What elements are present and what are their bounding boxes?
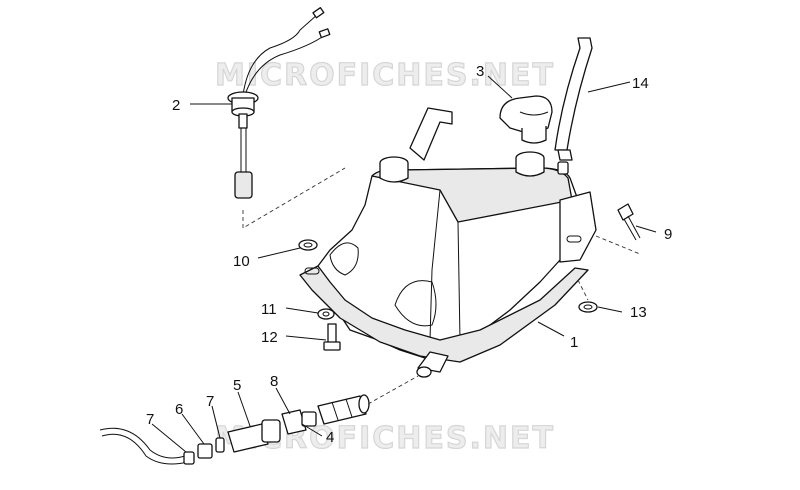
callout-3: 3	[476, 63, 484, 80]
washer-11	[317, 308, 335, 320]
oil-tank	[299, 107, 597, 378]
washer-13	[578, 301, 598, 313]
callout-13: 13	[630, 304, 647, 321]
callout-14: 14	[632, 75, 649, 92]
callout-1: 1	[570, 334, 578, 351]
callout-5: 5	[233, 377, 241, 394]
washer-10	[298, 239, 318, 251]
level-sensor	[227, 7, 331, 199]
callout-12: 12	[261, 329, 278, 346]
bolt-9	[617, 203, 641, 241]
outlet-hose-assembly	[99, 394, 370, 465]
breather-hose	[554, 37, 593, 161]
callout-10: 10	[233, 253, 250, 270]
callout-11: 11	[261, 301, 277, 318]
bolt-12	[323, 323, 341, 351]
watermark-top: MICROFICHES.NET	[215, 58, 555, 93]
callout-2: 2	[172, 97, 180, 114]
callout-9: 9	[664, 226, 672, 243]
callout-7a: 7	[146, 411, 154, 428]
callout-7b: 7	[206, 393, 214, 410]
callout-8: 8	[270, 373, 278, 390]
callout-6: 6	[175, 401, 183, 418]
filler-cap	[499, 95, 553, 144]
callout-4: 4	[326, 429, 334, 446]
